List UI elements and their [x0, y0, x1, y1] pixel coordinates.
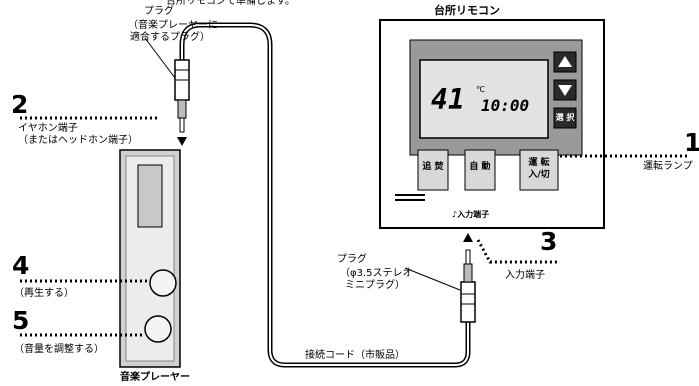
bottom-plug-label-3: ミニプラグ）	[345, 280, 405, 291]
header-text: 台所リモコンで準備します。	[166, 0, 295, 7]
volume-button	[144, 315, 172, 343]
callout-2-number: 2	[11, 90, 29, 119]
kitchen-remote	[379, 19, 605, 229]
callout-3-text: 入力端子	[505, 270, 545, 281]
top-plug-label-1: プラグ	[144, 6, 174, 17]
insert-arrow-bottom	[463, 233, 473, 242]
bottom-plug	[460, 249, 476, 323]
callout-5-text: （音量を調整する）	[14, 344, 104, 355]
display-temperature: 41	[431, 83, 465, 116]
remote-title: 台所リモコン	[434, 4, 500, 17]
power-button-sub: 入/切	[528, 170, 550, 180]
power-button[interactable]: 運 転	[528, 158, 550, 168]
top-plug-label-3: 適合するプラグ）	[130, 32, 210, 43]
cord-label: 接続コード（市販品）	[305, 350, 405, 361]
reheat-button[interactable]: 追 焚	[422, 162, 444, 172]
callout-1-number: 1	[684, 128, 699, 157]
remote-input-label: ♪入力端子	[452, 210, 490, 219]
player-title: 音楽プレーヤー	[120, 372, 190, 383]
top-plug-label-2: （音楽プレーヤーに	[128, 20, 218, 31]
select-button[interactable]: 選 択	[555, 113, 575, 122]
callout-2-line1: イヤホン端子	[18, 123, 78, 134]
callout-5-number: 5	[12, 306, 30, 335]
music-player	[119, 149, 181, 368]
callout-2-line2: （またはヘッドホン端子）	[18, 135, 138, 146]
callout-4-number: 4	[12, 251, 30, 280]
display-unit: ℃	[476, 85, 485, 94]
bottom-plug-label-2: （φ3.5ステレオ	[340, 268, 413, 279]
callout-1-text: 運転ランプ	[643, 161, 693, 172]
top-plug	[174, 59, 190, 133]
auto-button[interactable]: 自 動	[469, 162, 491, 172]
play-button	[149, 269, 177, 297]
insert-arrow-top	[177, 137, 187, 146]
bottom-plug-label-1: プラグ	[337, 254, 367, 265]
callout-4-text: （再生する）	[14, 288, 74, 299]
callout-3-number: 3	[540, 227, 558, 256]
display-time: 10:00	[481, 96, 530, 115]
